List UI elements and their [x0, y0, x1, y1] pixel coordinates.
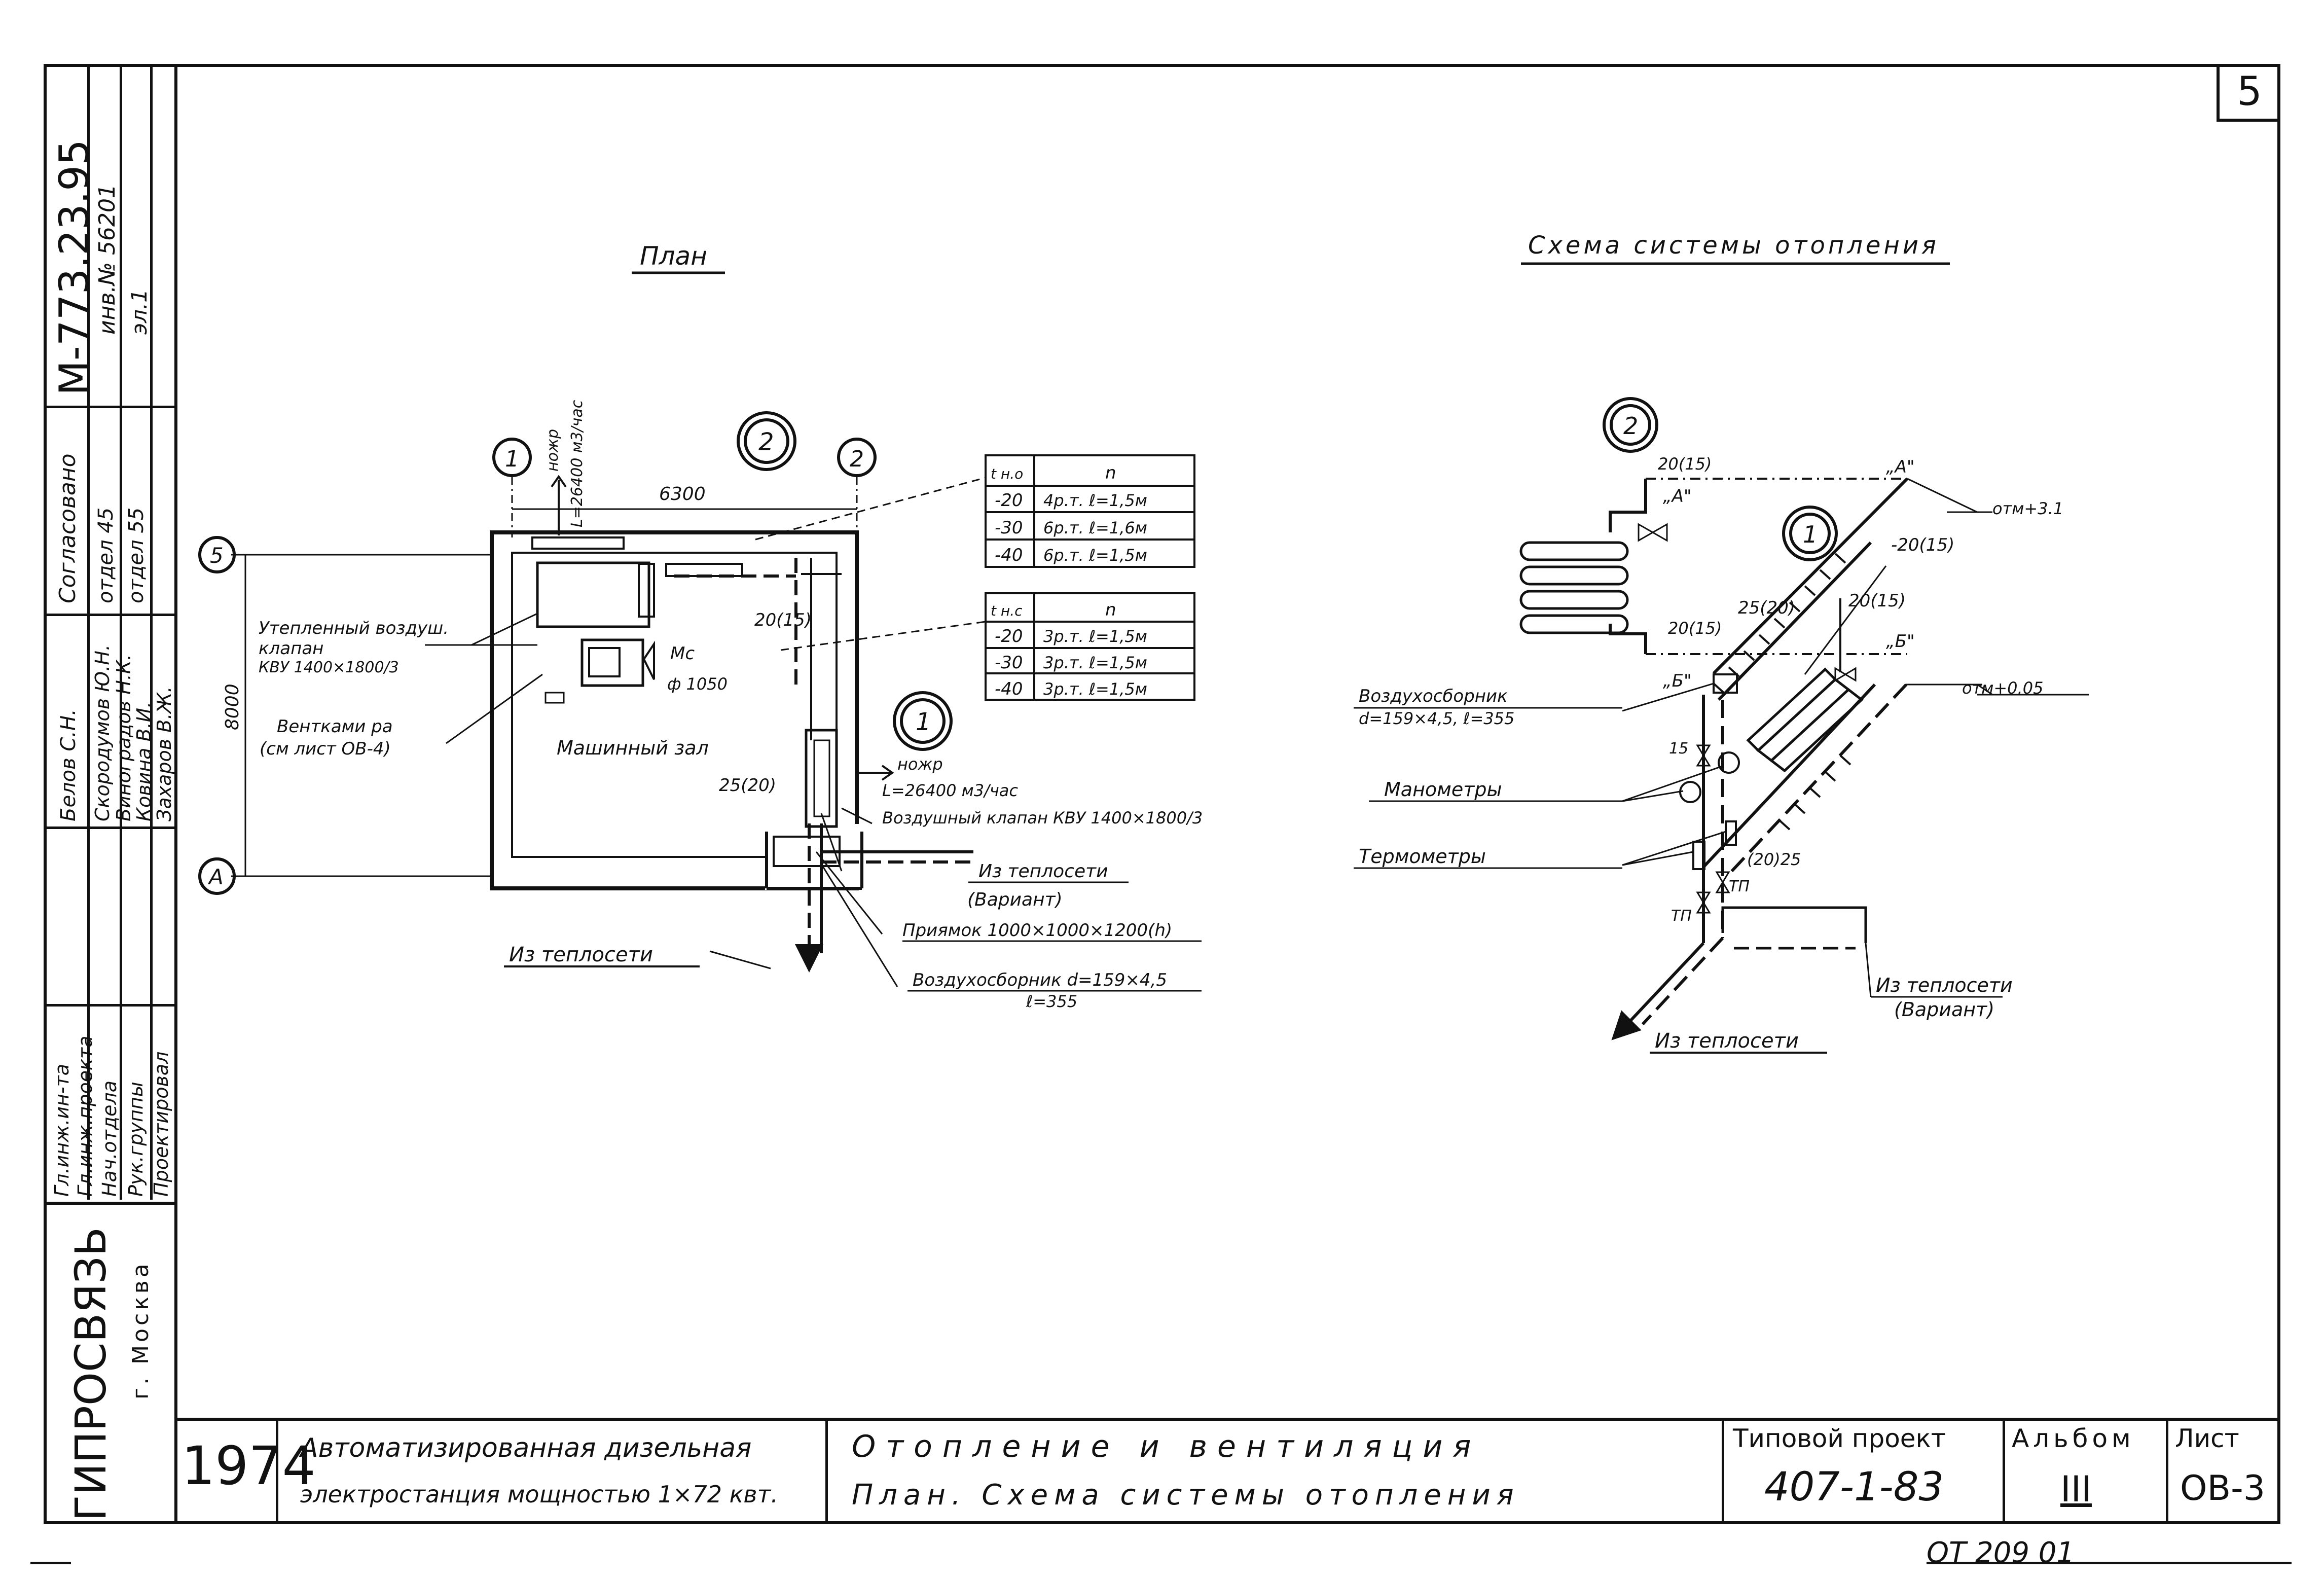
- plan-title: План: [640, 241, 707, 271]
- plan-node-2: 2: [758, 428, 774, 456]
- plan-table-1: [985, 454, 1195, 568]
- sheet-code-box: ОВ-3: [2180, 1468, 2265, 1508]
- table1-r2c0: -40: [995, 545, 1023, 565]
- schema-from-network-var: Из теплосети: [1876, 974, 2013, 996]
- schema-B-right: „Б": [1886, 631, 1915, 652]
- plan-variant: (Вариант): [967, 889, 1063, 910]
- schema-p20-15-top: 20(15): [1658, 454, 1712, 474]
- plan-air-valve: Воздушный клапан КВУ 1400×1800/3: [882, 808, 1203, 828]
- table1-r1c0: -30: [995, 518, 1023, 538]
- plan-machine-hall: Машинный зал: [557, 737, 709, 759]
- table2-r0c0: -20: [995, 626, 1023, 646]
- schema-otm-bottom: отм+0.05: [1962, 678, 2043, 698]
- table2-r2c0: -40: [995, 679, 1023, 699]
- plan-phi: ф 1050: [667, 674, 728, 694]
- project-label: Типовой проект: [1733, 1424, 1946, 1453]
- schema-tp-1: ТП: [1729, 878, 1750, 895]
- plan-from-network-var: Из теплосети: [978, 861, 1108, 882]
- schema-from-network: Из теплосети: [1655, 1029, 1799, 1053]
- schema-variant: (Вариант): [1894, 998, 1994, 1021]
- album-number: III: [2060, 1468, 2092, 1510]
- year: 1974: [181, 1435, 316, 1497]
- plan-ventchamber-2: (см лист ОВ-4): [260, 739, 391, 759]
- schema-view: Схема системы отопления 2 1: [1519, 231, 2089, 1040]
- object-line-1: Автоматизированная дизельная: [300, 1433, 752, 1463]
- schema-title: Схема системы отопления: [1528, 231, 1939, 260]
- plan-air-inlet-3: КВУ 1400×1800/3: [259, 659, 399, 676]
- plan-pit: Приямок 1000×1000×1200(h): [902, 920, 1172, 941]
- schema-p20-25: (20)25: [1747, 850, 1801, 869]
- schema-A-right: „А": [1886, 457, 1915, 477]
- plan-table-2-text: t н.с n -20 3р.т. ℓ=1,5м -30 3р.т. ℓ=1,5…: [991, 600, 1147, 699]
- plan-mc: Мс: [670, 643, 695, 664]
- table2-r1c1: 3р.т. ℓ=1,5м: [1043, 653, 1147, 672]
- object-line-2: электростанция мощностью 1×72 квт.: [300, 1481, 778, 1508]
- plan-node-1: 1: [916, 708, 931, 736]
- table1-r0c0: -20: [995, 490, 1023, 511]
- sheet-label: Лист: [2175, 1424, 2239, 1453]
- schema-otm-top: отм+3.1: [1992, 499, 2063, 518]
- schema-A-left: „А": [1663, 486, 1692, 507]
- plan-axis-2: 2: [850, 446, 864, 472]
- plan-air-right-1: ножр: [897, 754, 943, 774]
- plan-pipe-20-15: 20(15): [754, 610, 812, 630]
- schema-manometers: Манометры: [1384, 778, 1502, 801]
- schema-p20-15-right: -20(15): [1891, 535, 1954, 555]
- project-number: 407-1-83: [1764, 1464, 1944, 1510]
- schema-thermometers: Термометры: [1359, 845, 1486, 868]
- table2-r1c0: -30: [995, 653, 1023, 673]
- plan-dim-width: 6300: [659, 484, 706, 505]
- plan-axis-A: А: [207, 865, 224, 889]
- plan-air-right-2: L=26400 м3/час: [882, 781, 1018, 800]
- plan-air-collector-1: Воздухосборник d=159×4,5: [913, 970, 1167, 990]
- plan-dim-height: 8000: [222, 684, 243, 730]
- table1-h0: t н.о: [991, 465, 1023, 482]
- album-label: Альбом: [2012, 1424, 2135, 1453]
- table1-h1: n: [1105, 463, 1116, 483]
- plan-labels: ножр L=26400 м3/час Утепленный воздуш. к…: [259, 400, 1203, 1011]
- table1-r2c1: 6р.т. ℓ=1,5м: [1043, 546, 1147, 565]
- plan-view: План 1 2 5 А 6300 8000 2 1: [198, 241, 986, 987]
- diesel-unit: [536, 561, 650, 628]
- plan-air-inlet-1: Утепленный воздуш.: [259, 618, 449, 638]
- plan-table-1-text: t н.о n -20 4р.т. ℓ=1,5м -30 6р.т. ℓ=1,6…: [991, 463, 1147, 565]
- schema-p20-15-mid: 20(15): [1668, 619, 1722, 638]
- schema-p15: 15: [1669, 740, 1688, 758]
- table1-r0c1: 4р.т. ℓ=1,5м: [1043, 491, 1147, 510]
- plan-air-inlet-2: клапан: [259, 638, 323, 659]
- table2-r2c1: 3р.т. ℓ=1,5м: [1043, 679, 1147, 699]
- table2-h0: t н.с: [991, 602, 1023, 619]
- plan-air-collector-2: ℓ=355: [1026, 992, 1077, 1011]
- table1-r1c1: 6р.т. ℓ=1,6м: [1043, 518, 1147, 537]
- schema-tp-2: ТП: [1671, 907, 1692, 925]
- schema-air-collector-2: d=159×4,5, ℓ=355: [1359, 709, 1514, 728]
- plan-pipe-25-20: 25(20): [719, 775, 776, 796]
- sheet-number: 5: [2217, 65, 2279, 122]
- schema-B-left: „Б": [1663, 671, 1692, 691]
- schema-node-1: 1: [1803, 521, 1818, 548]
- schema-labels: 20(15) „А" „А" отм+3.1 -20(15) 25(20) 20…: [1359, 454, 2063, 1053]
- schema-p25-20: 25(20): [1738, 598, 1795, 618]
- drawing-title-1: Отопление и вентиляция: [852, 1429, 1481, 1464]
- plan-from-network: Из теплосети: [509, 943, 653, 966]
- plan-air-top-1: ножр: [544, 429, 562, 472]
- schema-node-2: 2: [1623, 412, 1638, 440]
- plan-axis-5: 5: [210, 543, 224, 568]
- schema-p20-15-vert: 20(15): [1848, 591, 1906, 611]
- plan-ventchamber-1: Вентками ра: [277, 716, 393, 737]
- plan-air-top-2: L=26400 м3/час: [568, 400, 586, 527]
- drawing-title-2: План. Схема системы отопления: [852, 1479, 1520, 1512]
- table2-r0c1: 3р.т. ℓ=1,5м: [1043, 627, 1147, 646]
- schema-air-collector-1: Воздухосборник: [1359, 686, 1508, 706]
- plan-table-2: [985, 592, 1195, 701]
- plan-axis-1: 1: [505, 446, 519, 472]
- table2-h1: n: [1105, 600, 1116, 620]
